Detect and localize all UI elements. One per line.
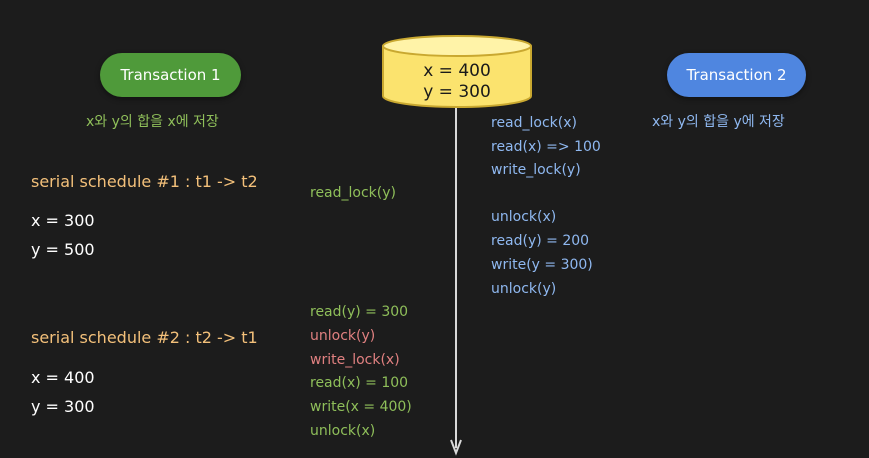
t2-op-write-lock-y: write_lock(y) bbox=[491, 162, 581, 178]
t2-op-read-lock-x: read_lock(x) bbox=[491, 115, 577, 131]
t1-op-write-lock-x: write_lock(x) bbox=[310, 352, 400, 368]
t1-op-read-x: read(x) = 100 bbox=[310, 375, 409, 391]
t2-op-unlock-x: unlock(x) bbox=[491, 209, 557, 225]
t1-op-write-x: write(x = 400) bbox=[310, 399, 412, 415]
t2-op-unlock-y: unlock(y) bbox=[491, 281, 557, 297]
t2-op-read-y: read(y) = 200 bbox=[491, 233, 590, 249]
t1-op-unlock-x: unlock(x) bbox=[310, 423, 376, 439]
schedule-1-x: x = 300 bbox=[31, 211, 95, 230]
t2-op-read-x: read(x) => 100 bbox=[491, 139, 601, 155]
t1-op-read-y: read(y) = 300 bbox=[310, 304, 409, 320]
schedule-1-y: y = 500 bbox=[31, 240, 95, 259]
timeline-arrow bbox=[450, 108, 462, 456]
t1-op-unlock-y: unlock(y) bbox=[310, 328, 376, 344]
database-y-value: y = 300 bbox=[423, 82, 491, 102]
transaction-2-badge: Transaction 2 bbox=[667, 53, 806, 97]
schedule-2-title: serial schedule #2 : t2 -> t1 bbox=[31, 328, 258, 347]
database-cylinder-icon bbox=[382, 35, 532, 108]
database-x-value: x = 400 bbox=[423, 61, 491, 81]
schedule-2-y: y = 300 bbox=[31, 397, 95, 416]
t1-op-read-lock-y: read_lock(y) bbox=[310, 185, 396, 201]
schedule-1-title: serial schedule #1 : t1 -> t2 bbox=[31, 172, 258, 191]
transaction-2-description: x와 y의 합을 y에 저장 bbox=[652, 114, 785, 130]
t2-op-write-y: write(y = 300) bbox=[491, 257, 593, 273]
transaction-1-badge: Transaction 1 bbox=[100, 53, 241, 97]
transaction-1-description: x와 y의 합을 x에 저장 bbox=[86, 114, 219, 130]
schedule-2-x: x = 400 bbox=[31, 368, 95, 387]
